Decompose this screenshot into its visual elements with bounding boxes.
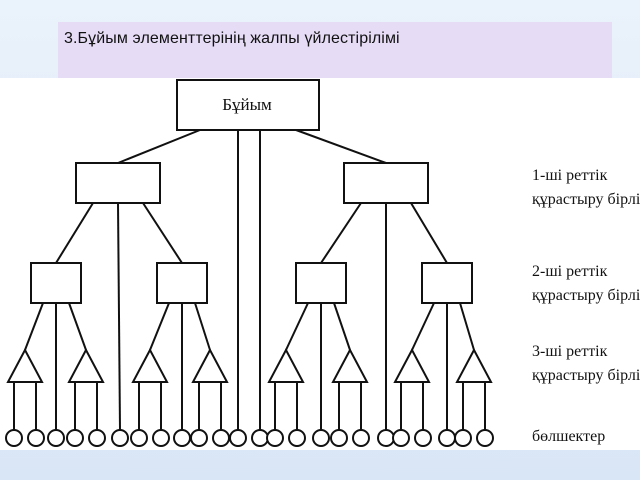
parts-label: бөлшектер <box>532 428 605 445</box>
assembly-unit-1-box <box>75 162 161 204</box>
part-circle <box>152 429 170 447</box>
assembly-unit-3-triangle <box>67 347 105 383</box>
part-circle <box>392 429 410 447</box>
connector-line <box>285 302 309 351</box>
connector-line <box>117 129 201 164</box>
assembly-unit-2-box <box>295 262 347 304</box>
assembly-unit-3-triangle <box>455 347 493 383</box>
assembly-unit-3-triangle <box>191 347 229 383</box>
level-3-line1: 3-ші реттік <box>532 343 608 360</box>
assembly-unit-3-triangle <box>267 347 305 383</box>
part-circle <box>27 429 45 447</box>
part-circle <box>454 429 472 447</box>
connector-line <box>320 202 362 264</box>
part-circle <box>190 429 208 447</box>
connector-line <box>333 302 351 351</box>
connector-line <box>410 202 448 264</box>
part-circle <box>173 429 191 447</box>
connector-line <box>55 202 94 264</box>
assembly-unit-3-triangle <box>331 347 369 383</box>
assembly-unit-2-box <box>421 262 473 304</box>
root-label: Бұйым <box>222 95 272 114</box>
assembly-unit-2-box <box>156 262 208 304</box>
connector-line <box>295 129 387 164</box>
part-circle <box>312 429 330 447</box>
part-circle <box>88 429 106 447</box>
part-circle <box>266 429 284 447</box>
part-circle <box>330 429 348 447</box>
part-circle <box>47 429 65 447</box>
part-circle <box>111 429 129 447</box>
assembly-unit-1-box <box>343 162 429 204</box>
level-3-line2: құрастыру бірлігі <box>532 367 640 384</box>
connector-line <box>149 302 170 351</box>
level-1-line2: құрастыру бірлігі <box>532 191 640 208</box>
connector-line <box>142 202 183 264</box>
part-circle <box>251 429 269 447</box>
part-circle <box>229 429 247 447</box>
slide-title: 3.Бұйым элементтерінің жалпы үйлестірілі… <box>64 30 400 47</box>
part-circle <box>66 429 84 447</box>
part-circle <box>288 429 306 447</box>
part-circle <box>130 429 148 447</box>
connector-line <box>68 302 87 351</box>
title-bar: 3.Бұйым элементтерінің жалпы үйлестірілі… <box>58 22 612 78</box>
connector-line <box>117 202 121 431</box>
connector-line <box>194 302 211 351</box>
part-circle <box>352 429 370 447</box>
part-circle <box>5 429 23 447</box>
connector-line <box>459 302 475 351</box>
part-circle <box>414 429 432 447</box>
assembly-unit-2-box <box>30 262 82 304</box>
level-1-line1: 1-ші реттік <box>532 167 608 184</box>
part-circle <box>438 429 456 447</box>
assembly-unit-3-triangle <box>393 347 431 383</box>
part-circle <box>212 429 230 447</box>
assembly-unit-3-triangle <box>6 347 44 383</box>
assembly-unit-3-triangle <box>131 347 169 383</box>
part-circle <box>377 429 395 447</box>
connector-line <box>411 302 435 351</box>
level-2-line1: 2-ші реттік <box>532 263 608 280</box>
root-box <box>176 79 320 131</box>
part-circle <box>476 429 494 447</box>
level-2-line2: құрастыру бірлігі <box>532 287 640 304</box>
connector-line <box>24 302 44 351</box>
